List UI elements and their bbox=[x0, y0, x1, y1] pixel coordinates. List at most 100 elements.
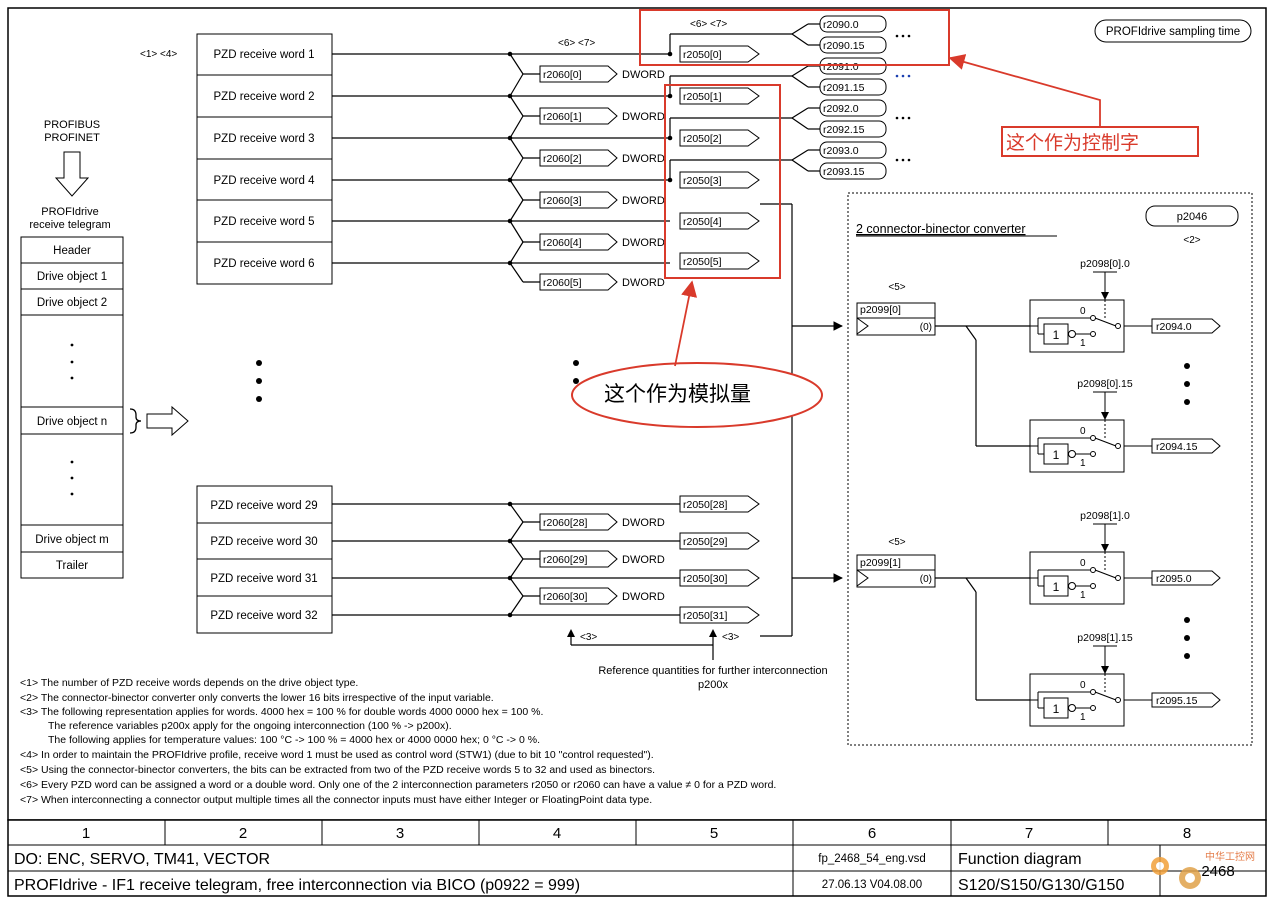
ref-3-right: <3> bbox=[722, 632, 739, 643]
default-zero: (0) bbox=[920, 322, 932, 333]
switch-0: 0 bbox=[1080, 558, 1086, 569]
pzd-word-29: PZD receive word 29 bbox=[210, 500, 317, 512]
note-3c: The following applies for temperature va… bbox=[48, 734, 540, 746]
telegram-block-do1: Drive object 1 bbox=[37, 271, 107, 283]
p2046-label: p2046 bbox=[1177, 211, 1208, 223]
page-number: 2468 bbox=[1201, 863, 1234, 880]
r2050-30-label: r2050[30] bbox=[683, 573, 727, 585]
p2099-1-label: p2099[1] bbox=[860, 557, 901, 569]
switch-1: 1 bbox=[1080, 338, 1086, 349]
switch-block-115: p2098[1].15 0 1 1 r2095.15 bbox=[1029, 632, 1221, 727]
p2098-1-0-label: p2098[1].0 bbox=[1080, 510, 1130, 522]
watermark-logo: 中华工控网 bbox=[1151, 850, 1255, 889]
r2060-29-label: r2060[29] bbox=[543, 554, 587, 566]
r2050-5-label: r2050[5] bbox=[683, 256, 722, 268]
r2050-2-label: r2050[2] bbox=[683, 133, 722, 145]
telegram-block-don: Drive object n bbox=[37, 416, 107, 428]
telegram-block-header: Header bbox=[53, 245, 91, 257]
fieldbus-label-2: PROFINET bbox=[44, 132, 100, 144]
ref-2: <2> bbox=[1183, 235, 1200, 246]
notes: <1> The number of PZD receive words depe… bbox=[20, 677, 776, 806]
telegram-label-1: PROFIdrive bbox=[41, 206, 98, 218]
r2093-0-label: r2093.0 bbox=[823, 145, 859, 157]
junction-dots-top bbox=[507, 51, 673, 266]
sampling-time-label: PROFIdrive sampling time bbox=[1106, 26, 1240, 38]
r2060-5-label: r2060[5] bbox=[543, 277, 582, 289]
ref-6-7-top: <6> <7> bbox=[690, 19, 727, 30]
r2091-15-label: r2091.15 bbox=[823, 82, 865, 94]
logic-one: 1 bbox=[1053, 580, 1060, 594]
sampling-time-badge bbox=[1094, 19, 1252, 43]
pzd-word-4: PZD receive word 4 bbox=[214, 175, 316, 187]
red-annotations: 这个作为控制字 这个作为模拟量 bbox=[571, 9, 1199, 428]
r2050-28-label: r2050[28] bbox=[683, 499, 727, 511]
pzd-word-30: PZD receive word 30 bbox=[210, 536, 317, 548]
r2050-0-label: r2050[0] bbox=[683, 49, 722, 61]
column-3: 3 bbox=[396, 825, 404, 842]
wiring-top bbox=[332, 23, 820, 636]
r2060-28-label: r2060[28] bbox=[543, 517, 587, 529]
r2050-1-label: r2050[1] bbox=[683, 91, 722, 103]
r2050-31-label: r2050[31] bbox=[683, 610, 727, 622]
function-diagram-label: Function diagram bbox=[958, 851, 1082, 868]
column-4: 4 bbox=[553, 825, 561, 842]
note-5: <5> Using the connector-binector convert… bbox=[20, 764, 655, 776]
r2060-3-label: r2060[3] bbox=[543, 195, 582, 207]
note-1: <1> The number of PZD receive words depe… bbox=[20, 677, 358, 689]
r2050-connectors: r2050[0] r2050[1] r2050[2] r2050[3] r205… bbox=[679, 45, 760, 624]
logic-one: 1 bbox=[1053, 702, 1060, 716]
telegram-block-do2: Drive object 2 bbox=[37, 297, 107, 309]
logic-one: 1 bbox=[1053, 448, 1060, 462]
r2060-connectors: r2060[0] DWORD r2060[1] DWORD r2060[2] D… bbox=[539, 65, 665, 605]
down-arrow-icon bbox=[54, 151, 90, 197]
title-block: 1 2 3 4 5 6 7 8 DO: ENC, SERVO, TM41, VE… bbox=[7, 819, 1267, 897]
analog-annotation: 这个作为模拟量 bbox=[604, 382, 751, 406]
r2060-30-label: r2060[30] bbox=[543, 591, 587, 603]
pzd-words-bottom: PZD receive word 29 PZD receive word 30 … bbox=[196, 485, 333, 634]
switch-1: 1 bbox=[1080, 590, 1086, 601]
pzd-words-top: PZD receive word 1 PZD receive word 2 PZ… bbox=[196, 33, 333, 285]
r2092-15-label: r2092.15 bbox=[823, 124, 865, 136]
file-name: fp_2468_54_eng.vsd bbox=[818, 853, 925, 865]
r2091-0-label: r2091.0 bbox=[823, 61, 859, 73]
ref-5: <5> bbox=[888, 282, 905, 293]
wiring-bottom bbox=[332, 503, 792, 660]
r2050-29-label: r2050[29] bbox=[683, 536, 727, 548]
ref-1-4: <1> <4> bbox=[140, 49, 177, 60]
switch-0: 0 bbox=[1080, 306, 1086, 317]
dword-label: DWORD bbox=[622, 111, 665, 123]
dword-label: DWORD bbox=[622, 237, 665, 249]
pzd-word-6: PZD receive word 6 bbox=[214, 258, 315, 270]
fieldbus-label-1: PROFIBUS bbox=[44, 119, 100, 131]
column-2: 2 bbox=[239, 825, 247, 842]
dword-label: DWORD bbox=[622, 554, 665, 566]
continuation-dots bbox=[256, 360, 579, 402]
right-arrow-icon bbox=[146, 405, 189, 437]
switch-0: 0 bbox=[1080, 680, 1086, 691]
pzd-word-5: PZD receive word 5 bbox=[214, 216, 315, 228]
pzd-word-3: PZD receive word 3 bbox=[214, 133, 315, 145]
telegram-label-2: receive telegram bbox=[29, 219, 110, 231]
converter-title: 2 connector-binector converter bbox=[856, 222, 1026, 236]
note-2: <2> The connector-binector converter onl… bbox=[20, 692, 494, 704]
telegram-block-trailer: Trailer bbox=[56, 560, 88, 572]
r2095-0-label: r2095.0 bbox=[1156, 573, 1192, 585]
dots-b bbox=[1184, 617, 1190, 659]
do-line: DO: ENC, SERVO, TM41, VECTOR bbox=[14, 851, 270, 868]
switch-block-00: p2098[0].0 0 1 1 r2094.0 bbox=[1029, 258, 1221, 353]
dword-label: DWORD bbox=[622, 517, 665, 529]
dword-label: DWORD bbox=[622, 591, 665, 603]
column-8: 8 bbox=[1183, 825, 1191, 842]
converter-channel-1: <5> p2099[1] (0) bbox=[856, 537, 1030, 701]
pzd-word-32: PZD receive word 32 bbox=[210, 610, 317, 622]
ref-3-left: <3> bbox=[580, 632, 597, 643]
dword-label: DWORD bbox=[622, 69, 665, 81]
column-7: 7 bbox=[1025, 825, 1033, 842]
column-6: 6 bbox=[868, 825, 876, 842]
note-6: <6> Every PZD word can be assigned a wor… bbox=[20, 779, 776, 791]
switch-block-10: p2098[1].0 0 1 1 r2095.0 bbox=[1029, 510, 1221, 605]
switch-1: 1 bbox=[1080, 458, 1086, 469]
ref-6-7-left: <6> <7> bbox=[558, 38, 595, 49]
r2090-15-label: r2090.15 bbox=[823, 40, 865, 52]
p2099-0-label: p2099[0] bbox=[860, 304, 901, 316]
